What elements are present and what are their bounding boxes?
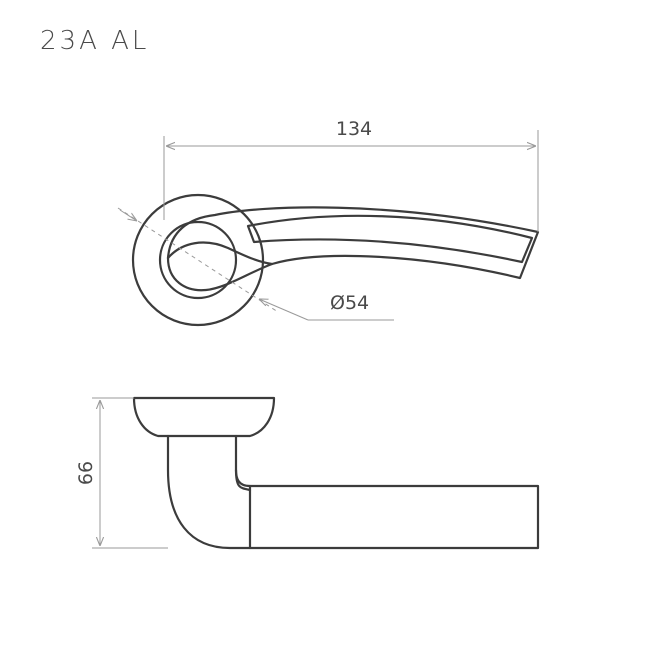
lever-top-outline <box>166 206 540 292</box>
lever-top-neck <box>166 241 274 266</box>
lever-side-outline <box>166 434 540 550</box>
rosette-side <box>132 396 276 438</box>
length-label: 134 <box>336 118 372 140</box>
side-view: 66 <box>75 396 540 550</box>
diameter-arrow-1 <box>119 209 137 221</box>
lever-top-inset <box>246 214 534 264</box>
diameter-label: Ø54 <box>330 292 369 314</box>
diameter-leader <box>259 299 309 321</box>
product-title: 23A AL <box>40 26 150 56</box>
top-view: Ø54 134 <box>117 118 540 327</box>
rosette-outer <box>131 193 265 327</box>
height-label: 66 <box>75 461 97 485</box>
rosette-inner <box>158 220 238 300</box>
lever-side-inner-curve <box>234 468 252 492</box>
